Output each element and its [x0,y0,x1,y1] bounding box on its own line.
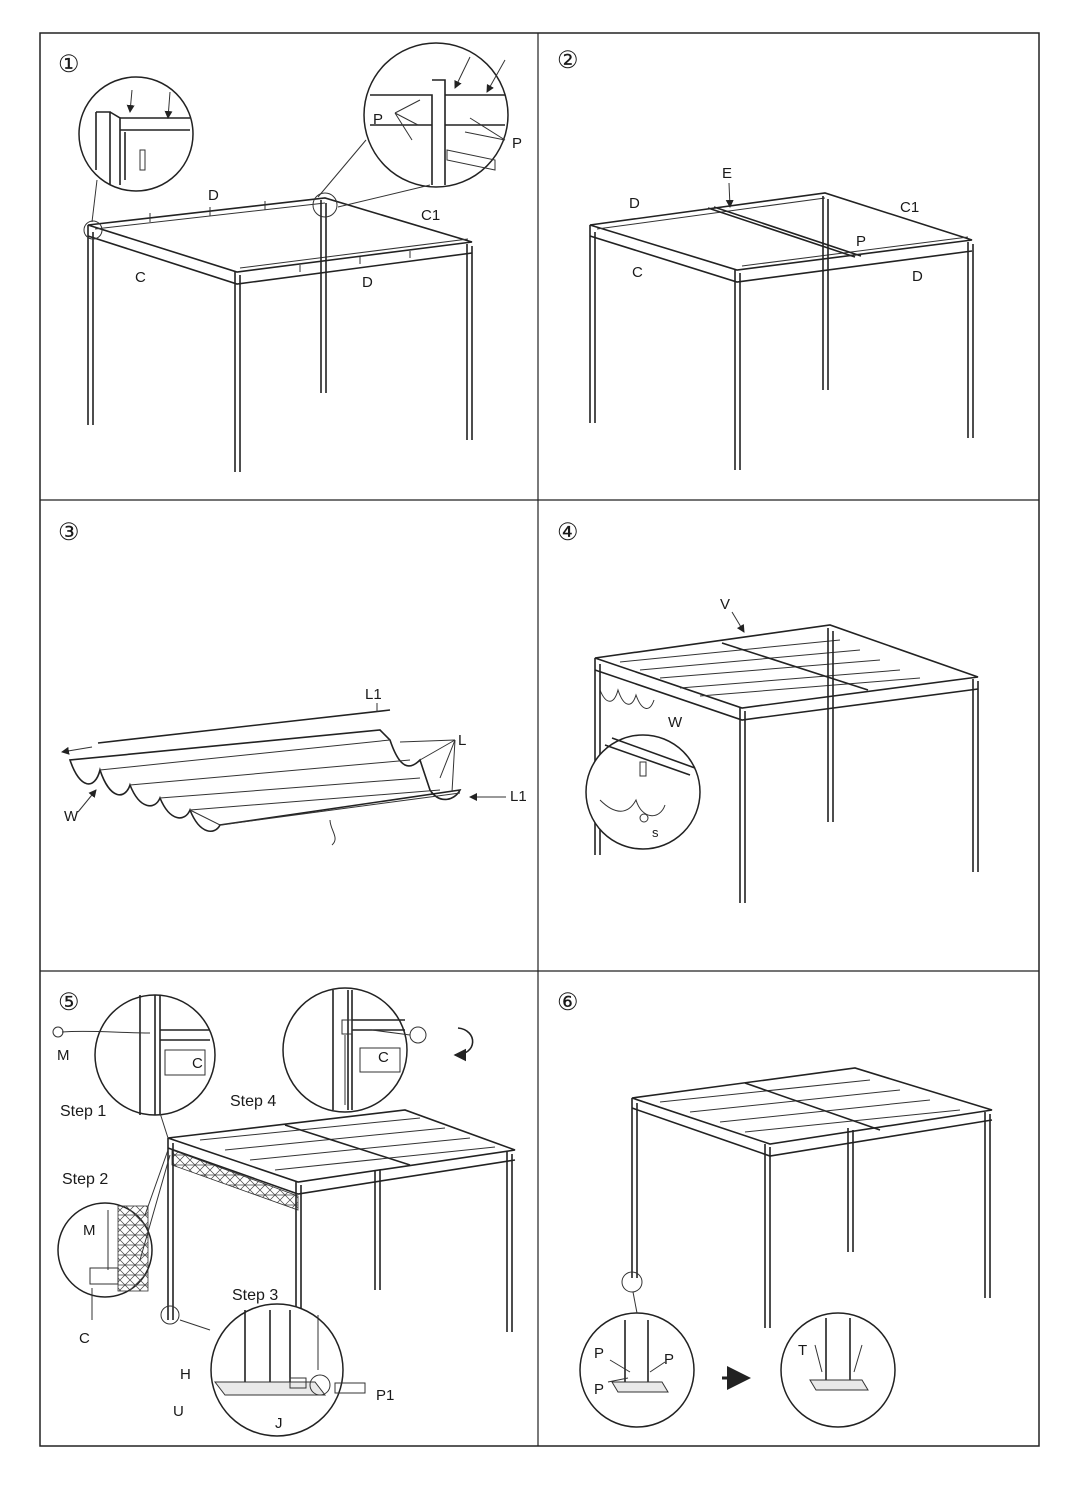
step-number: ④ [557,519,579,546]
detail-step-4 [282,987,408,1113]
label-l: L [458,732,466,749]
label-t: T [798,1342,807,1359]
pergola-with-canopy [594,624,979,903]
step-number: ⑥ [557,989,579,1016]
label-h: H [180,1366,191,1383]
rotate-arrow-icon [453,1027,474,1062]
step-number: ① [58,51,80,78]
detail-corner-left [78,76,194,223]
panel-3: ③ L1 L L1 W [58,519,527,846]
panel-6: ⑥ P P P [557,989,993,1428]
label-e: E [722,165,732,182]
label-c: C [79,1330,90,1347]
label-v: V [720,596,730,613]
label-u: U [173,1403,184,1420]
pergola-frame [87,197,473,472]
canopy-fabric [68,729,462,846]
panel-5: ⑤ M C Step 1 [52,987,516,1437]
label-w: W [668,714,683,731]
step-number: ② [557,47,579,74]
label-c: C [632,264,643,281]
label-step-3: Step 3 [232,1287,278,1304]
label-p: P [664,1351,674,1368]
label-c: C [378,1049,389,1066]
label-d: D [362,274,373,291]
label-c: C [135,269,146,286]
label-step-2: Step 2 [62,1171,108,1188]
label-p: P [512,135,522,152]
label-p: P [373,111,383,128]
step-number: ⑤ [58,989,80,1016]
label-p: P [856,233,866,250]
pergola-frame [589,192,974,470]
label-l1: L1 [365,686,382,703]
label-step-1: Step 1 [60,1103,106,1120]
label-c: C [192,1055,203,1072]
panel-1: ① [58,42,522,472]
panel-grid [39,32,1040,1447]
step-number: ③ [58,519,80,546]
wrench-icon [371,1026,427,1044]
panel-4: ④ V W s [557,519,979,903]
completed-pergola [631,1067,993,1328]
detail-anchor-before [579,1312,695,1428]
label-m: M [83,1222,96,1239]
label-c1: C1 [421,207,440,224]
detail-corner-right: P P [317,42,522,208]
label-p: P [594,1345,604,1362]
label-d: D [208,187,219,204]
detail-step-1 [52,994,216,1116]
pergola-with-canopy [167,1109,516,1335]
label-p1: P1 [376,1387,394,1404]
label-p: P [594,1381,604,1398]
label-l1: L1 [510,788,527,805]
panel-2: ② E D C1 P C D [557,47,974,470]
label-j: J [275,1415,283,1432]
detail-eyelet [585,734,701,850]
detail-step-2 [57,1202,153,1298]
label-c1: C1 [900,199,919,216]
label-d: D [629,195,640,212]
label-m: M [57,1047,70,1064]
detail-step-3 [210,1303,366,1437]
label-s: s [652,825,659,840]
detail-anchor-after [780,1312,896,1428]
label-w: W [64,808,79,825]
label-step-4: Step 4 [230,1093,276,1110]
label-d: D [912,268,923,285]
